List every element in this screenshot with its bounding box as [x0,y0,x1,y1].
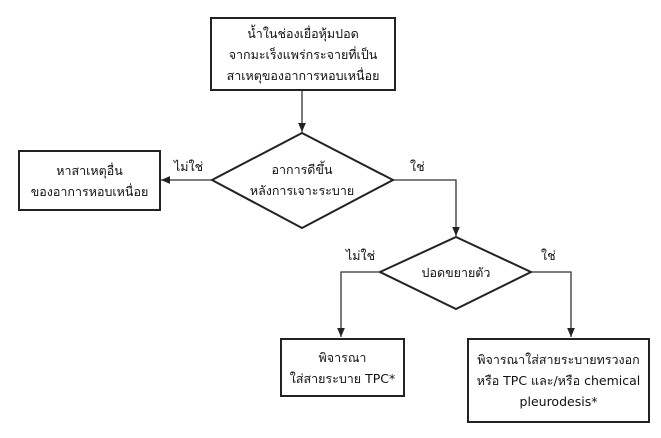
start-line: สาเหตุของอาการหอบเหนื่อย [226,67,380,83]
arrow-decision1-yes [393,179,460,236]
tpc-box: พิจารณา ใส่สายระบาย TPC* [280,338,405,397]
decision2-no-label: ไม่ใช่ [346,248,376,263]
decision2-diamond [377,235,534,311]
chest-drain-line: pleurodesis* [519,394,598,409]
decision1-no-label: ไม่ใช่ [174,159,204,174]
tpc-line: ใส่สายระบาย TPC* [289,370,396,386]
decision2-line: ปอดขยายตัว [421,265,491,280]
chest-drain-box: พิจารณาใส่สายระบายทรวงอก หรือ TPC และ/หร… [467,338,650,423]
chest-drain-line: พิจารณาใส่สายระบายทรวงอก [477,352,640,367]
decision1-line: อาการดีขึ้น [271,162,333,177]
start-box: น้ำในช่องเยื่อหุ้มปอด จากมะเร็งแพร่กระจา… [210,17,396,91]
arrow-decision2-no [337,271,380,337]
other-cause-box: หาสาเหตุอื่น ของอาการหอบเหนื่อย [18,150,161,211]
decision2-yes-label: ใช่ [541,248,556,263]
decision1-yes-label: ใช่ [410,159,425,174]
other-cause-line: หาสาเหตุอื่น [56,162,123,178]
decision1-line: หลังการเจาะระบาย [249,183,355,198]
decision1-diamond [209,131,396,230]
other-cause-line: ของอาการหอบเหนื่อย [30,183,149,199]
decision1-text: อาการดีขึ้น หลังการเจาะระบาย [222,159,382,201]
start-line: จากมะเร็งแพร่กระจายที่เป็น [228,46,378,62]
arrow-decision2-yes [531,271,575,337]
chest-drain-line: หรือ TPC และ/หรือ chemical [476,373,641,388]
start-line: น้ำในช่องเยื่อหุ้มปอด [247,25,359,41]
decision2-text: ปอดขยายตัว [396,262,516,283]
tpc-line: พิจารณา [318,349,367,365]
